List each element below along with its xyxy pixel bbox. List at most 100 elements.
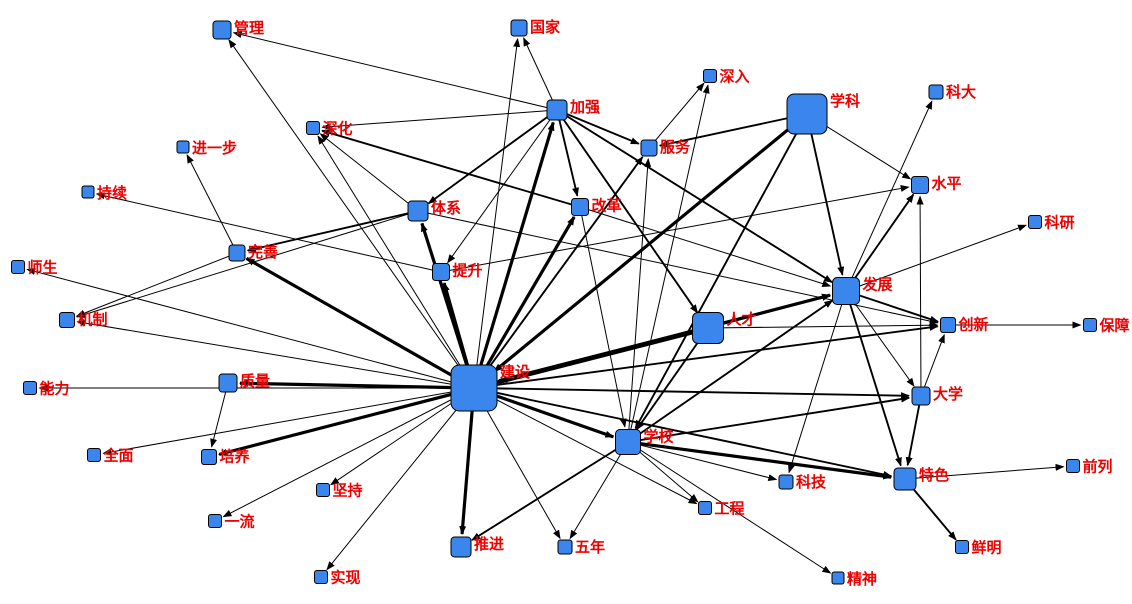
node-label-guojia: 国家 [530,18,560,36]
graph-edge-xuexiao-tuijin [471,441,629,541]
graph-edge-daxue-shuiping [916,195,924,397]
graph-edge-jianshe-guojia [473,37,521,389]
graph-node-keyan[interactable] [1028,215,1042,229]
graph-edge-xuexiao-keji [627,441,778,481]
graph-node-baozhang[interactable] [1083,318,1097,332]
graph-edge-xuexiao-fazhan [627,299,834,443]
graph-node-yiliu[interactable] [208,514,222,528]
graph-node-nengli[interactable] [23,381,37,395]
graph-node-guanli[interactable] [212,20,232,40]
node-label-baozhang: 保障 [1099,317,1130,335]
node-label-xuexiao: 学校 [644,428,675,446]
graph-node-jinyibu[interactable] [176,140,190,154]
node-label-chixu: 持续 [97,184,127,202]
graph-edge-daxue-tese [905,395,922,467]
node-label-peiyang: 培养 [220,448,251,466]
graph-edge-zhiliang-peiyang [210,382,229,448]
graph-node-fazhan[interactable] [832,277,860,305]
graph-node-jianchi[interactable] [316,483,330,497]
graph-edge-fazhan-keyan [845,224,1028,292]
node-label-keji: 科技 [796,473,827,491]
graph-edge-jianshe-gaige [472,216,576,389]
graph-node-zhiliang[interactable] [218,373,238,393]
graph-edge-jiaqiang-fazhan [556,109,833,284]
graph-edge-fazhan-keda [845,100,933,292]
edges-layer [26,31,1082,574]
graph-edge-jianshe-jianchi [330,387,475,486]
graph-edge-jianshe-jiaqiang [472,121,555,389]
node-label-keda: 科大 [946,83,976,101]
graph-node-xuexiao[interactable] [615,429,641,455]
graph-edge-gaige-shenhua [321,129,581,208]
graph-edge-jianshe-jizhi [76,319,475,389]
graph-node-wanshan[interactable] [228,244,246,262]
graph-edge-jianshe-guanli [228,38,475,389]
graph-node-tixi[interactable] [407,200,429,222]
graph-edge-wanshan-jinyibu [186,154,238,254]
graph-node-jizhi[interactable] [59,312,75,328]
graph-node-gaige[interactable] [571,198,589,216]
node-label-quanmian: 全面 [103,447,134,465]
graph-edge-jianshe-tese [473,387,893,478]
graph-edge-jianshe-wunian [473,387,561,540]
graph-node-peiyang[interactable] [201,449,217,465]
graph-node-chixu[interactable] [81,185,95,199]
graph-edge-jianshe-shixian [326,387,475,571]
node-label-gongcheng: 工程 [715,501,745,518]
graph-node-tese[interactable] [893,467,917,491]
node-label-qianlie: 前列 [1083,458,1113,476]
graph-edge-gaige-xuexiao [579,206,627,428]
node-label-shenru: 深入 [720,68,750,86]
graph-node-shenhua[interactable] [306,121,320,135]
node-label-gaige: 改革 [592,197,622,215]
node-label-xianming: 鲜明 [972,539,1002,557]
graph-edge-xuexiao-fuwu [627,157,652,443]
node-label-shisheng: 师生 [28,259,58,277]
graph-node-jiaqiang[interactable] [546,99,568,121]
graph-edge-jiaqiang-tisheng [447,109,558,264]
graph-node-shuiping[interactable] [911,176,929,194]
graph-node-keji[interactable] [778,474,794,490]
graph-node-tuijin[interactable] [450,536,472,558]
graph-node-shisheng[interactable] [11,260,25,274]
node-label-fazhan: 发展 [862,276,893,294]
graph-node-xianming[interactable] [955,540,969,554]
graph-edge-tisheng-shuiping [440,185,910,273]
graph-node-chuangxin[interactable] [940,317,956,333]
node-label-wunian: 五年 [575,538,605,556]
graph-node-gongcheng[interactable] [698,501,712,515]
node-label-tese: 特色 [919,466,949,484]
graph-node-jianshe[interactable] [450,364,498,412]
graph-edge-rencai-xuexiao [636,327,709,431]
graph-node-shixian[interactable] [314,570,328,584]
node-label-guanli: 管理 [234,19,264,37]
node-label-wanshan: 完善 [248,243,278,261]
graph-edge-jiaqiang-tixi [427,109,558,205]
graph-edge-jianshe-yiliu [222,387,475,518]
graph-node-daxue[interactable] [911,386,931,406]
graph-node-shenru[interactable] [703,69,717,83]
graph-edge-jianshe-peiyang [218,387,475,456]
graph-edge-rencai-fazhan [707,293,832,329]
graph-node-guojia[interactable] [510,19,528,37]
node-label-nengli: 能力 [40,380,70,398]
graph-edge-jiaqiang-guanli [232,31,558,111]
node-label-shuiping: 水平 [932,175,962,193]
node-label-xueke: 学科 [830,92,860,110]
graph-node-fuwu[interactable] [640,139,658,157]
graph-node-qianlie[interactable] [1066,459,1080,473]
graph-node-keda[interactable] [928,84,944,100]
graph-node-xueke[interactable] [786,93,828,135]
graph-edge-tixi-jizhi [76,210,419,318]
graph-edge-fazhan-keji [788,290,847,474]
graph-node-tisheng[interactable] [432,263,450,281]
graph-node-jingshen[interactable] [831,571,845,585]
graph-node-quanmian[interactable] [87,448,101,462]
graph-edge-fazhan-shuiping [845,193,915,292]
graph-node-wunian[interactable] [557,539,573,555]
graph-node-rencai[interactable] [692,312,724,344]
graph-edge-jianshe-fuwu [473,156,644,389]
graph-edge-xueke-jianshe [493,112,809,373]
graph-edge-jiaqiang-shenhua [321,109,558,131]
